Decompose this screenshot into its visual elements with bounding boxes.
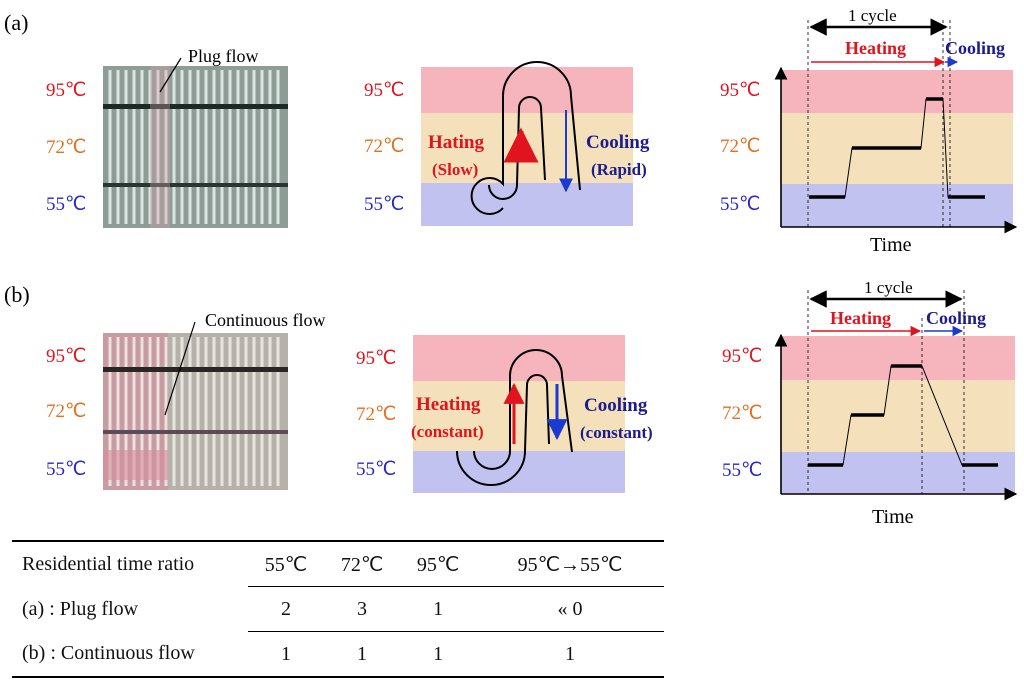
diagram-b-heat-sub: (constant)	[411, 422, 484, 441]
profile-a-temp-55: 55℃	[720, 194, 760, 215]
photo-a-temp-95: 95℃	[46, 80, 86, 101]
diagram-a-temp-72: 72℃	[364, 136, 404, 157]
profile-a-heat-label: Heating	[845, 38, 906, 58]
photo-b-callout: Continuous flow	[205, 310, 326, 330]
diagram-a-heat-label: Hating	[428, 132, 484, 153]
diagram-b-temp-55: 55℃	[356, 459, 396, 480]
photo-a-callout: Plug flow	[188, 46, 259, 66]
diagram-a-temp-55: 55℃	[364, 194, 404, 215]
table-row: (b) : Continuous flow 1 1 1 1	[12, 631, 664, 678]
table-cell: « 0	[476, 586, 664, 632]
panel-b-label: (b)	[4, 282, 30, 307]
photo-a-temp-72: 72℃	[46, 137, 86, 158]
diagram-b-temp-95: 95℃	[356, 348, 396, 369]
table-cell: 1	[248, 631, 325, 678]
table-cell: 2	[248, 586, 325, 632]
profile-b-bands	[781, 336, 1015, 494]
diagram-b-cool-label: Cooling	[584, 395, 648, 416]
profile-a-cycle-label: 1 cycle	[848, 6, 897, 25]
profile-a-cool-label: Cooling	[945, 38, 1005, 58]
photo-a-microchannel	[103, 66, 288, 228]
table-header-row: Residential time ratio 55℃ 72℃ 95℃ 95℃→5…	[12, 540, 664, 587]
photo-b-temp-95: 95℃	[46, 346, 86, 367]
profile-b-temp-95: 95℃	[722, 346, 762, 367]
photo-a-temp-55: 55℃	[46, 194, 86, 215]
photo-a-callout-line	[159, 57, 182, 93]
table-row-label: (a) : Plug flow	[22, 597, 139, 620]
table-header-cell: 95℃	[400, 540, 477, 587]
diagram-a-cool-label: Cooling	[586, 132, 650, 153]
diagram-a-bands	[421, 67, 633, 226]
table-cell: 1	[476, 631, 664, 678]
diagram-b-temp-72: 72℃	[356, 404, 396, 425]
diagram-b-bands	[413, 335, 625, 493]
table-cell: 3	[324, 586, 401, 632]
residential-time-table: Residential time ratio 55℃ 72℃ 95℃ 95℃→5…	[12, 540, 664, 678]
panel-a-label: (a)	[4, 10, 28, 35]
profile-a-xlabel: Time	[870, 234, 912, 256]
table-header-cell: 55℃	[248, 540, 325, 587]
diagram-b-heat-label: Heating	[416, 394, 481, 415]
profile-b-cool-label: Cooling	[926, 308, 986, 328]
profile-a-bands	[781, 70, 1013, 227]
profile-b-heat-label: Heating	[830, 308, 891, 328]
table-header-cell: 95℃→55℃	[476, 540, 664, 587]
profile-a-temperature-trace	[809, 97, 985, 199]
profile-b-temp-55: 55℃	[722, 460, 762, 481]
table-cell: 1	[324, 631, 401, 678]
profile-b-guides	[807, 290, 965, 494]
diagram-b-channel	[456, 349, 573, 486]
profile-b-temperature-trace	[808, 364, 998, 467]
photo-b-callout-line	[164, 321, 196, 416]
table-header-cell: 72℃	[324, 540, 401, 587]
diagram-a-cool-sub: (Rapid)	[591, 160, 647, 179]
table-row: (a) : Plug flow 2 3 1 « 0	[12, 586, 664, 632]
photo-b-temp-72: 72℃	[46, 401, 86, 422]
profile-b-cycle-label: 1 cycle	[864, 278, 913, 297]
photo-b-microchannel	[103, 333, 288, 490]
profile-a-temp-72: 72℃	[720, 136, 760, 157]
diagram-a-heat-sub: (Slow)	[432, 160, 478, 179]
table-row-label: (b) : Continuous flow	[12, 631, 248, 678]
table-cell: 1	[400, 586, 477, 632]
diagram-a-channel	[470, 61, 581, 215]
profile-a-temp-95: 95℃	[720, 80, 760, 101]
profile-a-guides	[807, 20, 951, 227]
diagram-b-cool-sub: (constant)	[580, 423, 653, 442]
table-cell: 1	[400, 631, 477, 678]
profile-b-xlabel: Time	[872, 506, 914, 528]
diagram-a-temp-95: 95℃	[364, 80, 404, 101]
table-header-cell: Residential time ratio	[12, 540, 248, 587]
photo-b-temp-55: 55℃	[46, 459, 86, 480]
figure-canvas: (a) Plug flow 95℃ 72℃ 55℃ 95℃ 72℃ 55℃ Ha…	[4, 6, 1018, 528]
profile-b-temp-72: 72℃	[722, 403, 762, 424]
